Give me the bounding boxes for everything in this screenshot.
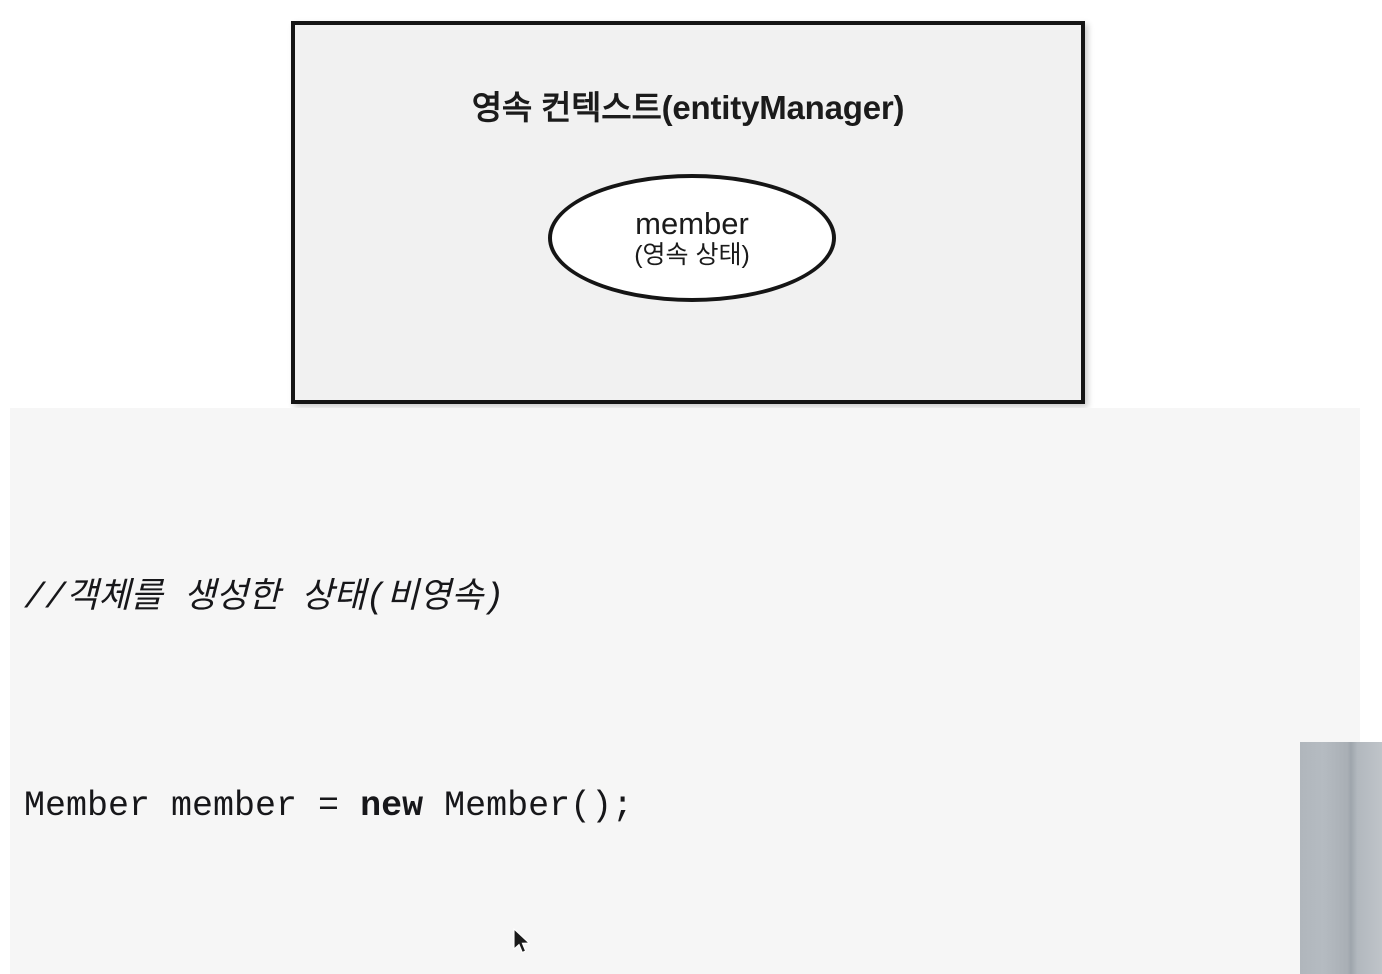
code-token-declaration: Member member = — [24, 786, 361, 826]
persistence-context-box: 영속 컨텍스트(entityManager) member (영속 상태) — [291, 21, 1085, 404]
code-panel[interactable]: //객체를 생성한 상태(비영속) Member member = new Me… — [10, 408, 1360, 974]
keyword-new-token: new — [360, 786, 424, 826]
code-line-2: Member member = new Member(); — [24, 780, 1360, 832]
code-block[interactable]: //객체를 생성한 상태(비영속) Member member = new Me… — [24, 416, 1360, 974]
persistence-context-title: 영속 컨텍스트(entityManager) — [471, 89, 905, 126]
comment-token: //객체를 생성한 상태(비영속) — [24, 578, 505, 618]
right-edge-overlay-panel — [1300, 742, 1382, 974]
member-entity-ellipse: member (영속 상태) — [548, 174, 836, 302]
code-token-constructor: Member(); — [423, 786, 634, 826]
entity-state-label: (영속 상태) — [634, 241, 750, 270]
entity-name-label: member — [635, 205, 749, 241]
code-line-1: //객체를 생성한 상태(비영속) — [24, 572, 1360, 624]
